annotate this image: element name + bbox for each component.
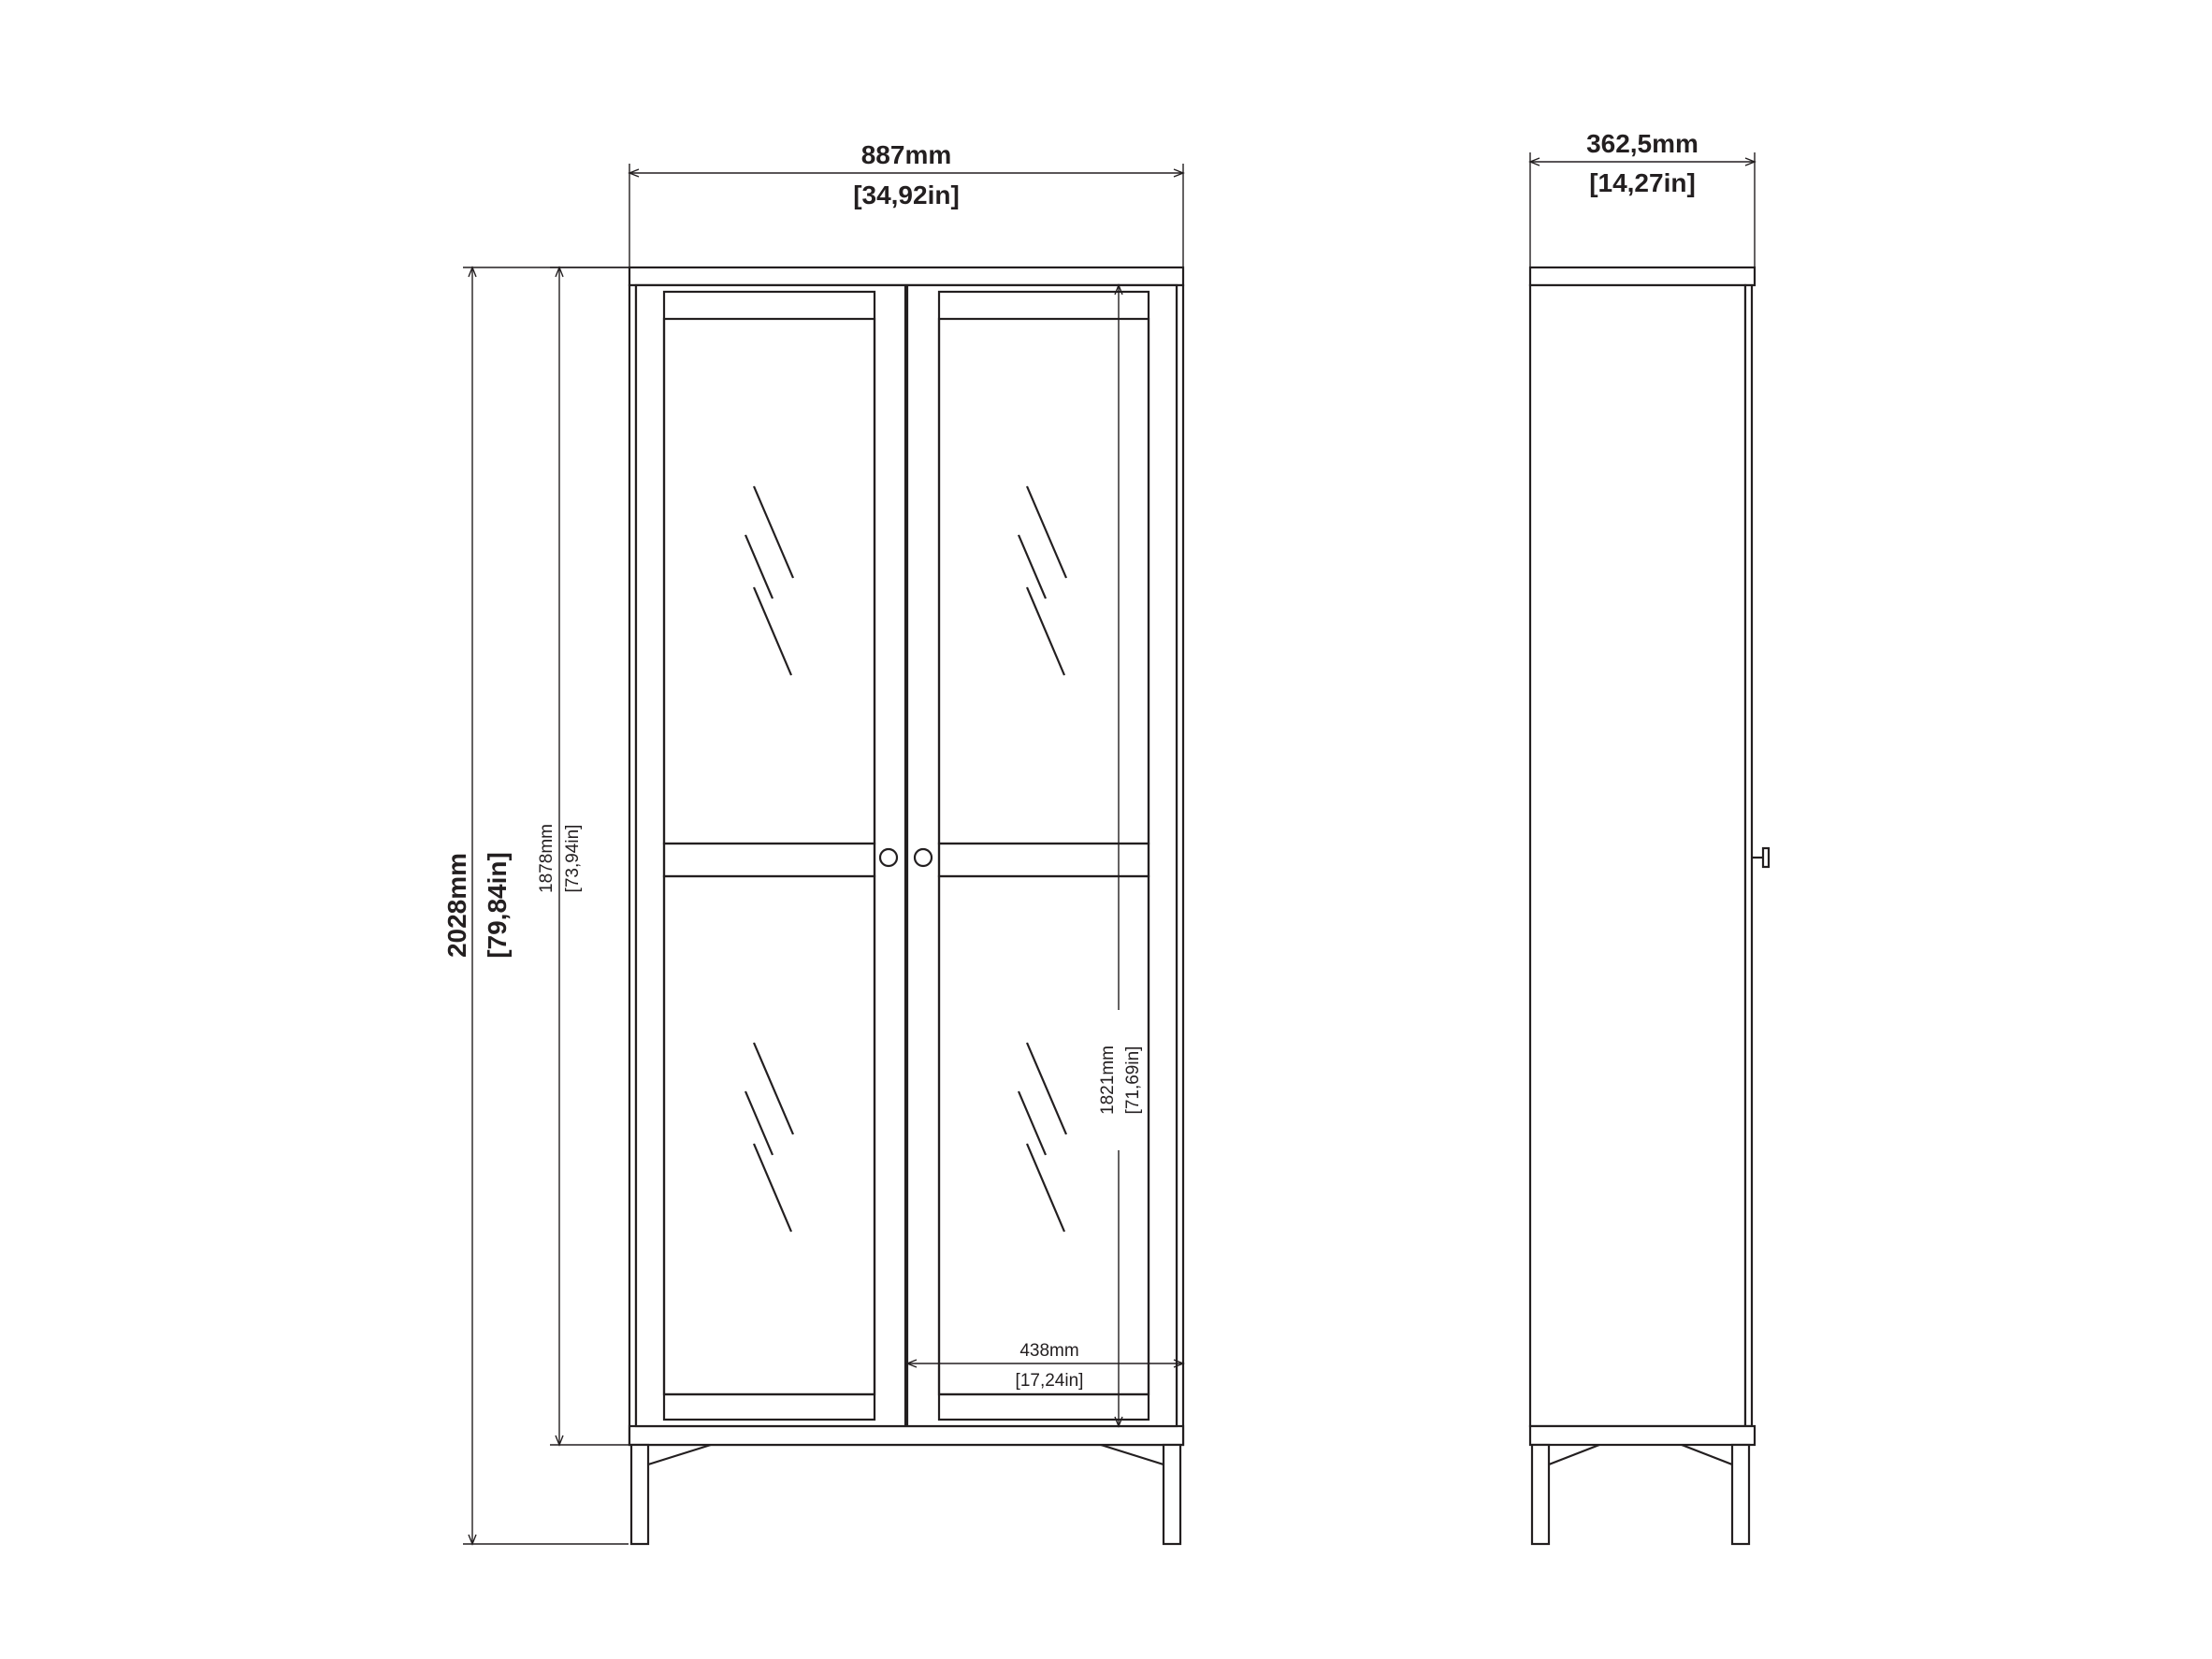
top-board — [628, 266, 1185, 287]
glass-reflection-icon — [744, 485, 795, 1233]
side-bottom-board — [1528, 1424, 1757, 1447]
body-height-dimension: 1878mm [73,94in] — [537, 266, 629, 1447]
door-width-dimension: 438mm [17,24in] — [905, 1341, 1185, 1392]
front-legs — [629, 1443, 1182, 1546]
total-height-in-label: [79,84in] — [483, 852, 512, 959]
side-depth-in-label: [14,27in] — [1589, 168, 1696, 197]
bottom-board — [628, 1424, 1185, 1447]
right-knob-icon — [913, 847, 933, 868]
side-carcass — [1528, 283, 1747, 1428]
door-width-mm-label: 438mm — [1019, 1341, 1078, 1361]
left-door — [634, 283, 907, 1428]
front-width-mm-label: 887mm — [861, 140, 952, 169]
right-door — [905, 283, 1178, 1428]
total-height-dimension: 2028mm [79,84in] — [442, 266, 629, 1546]
body-height-mm-label: 1878mm — [537, 824, 557, 893]
door-width-in-label: [17,24in] — [1016, 1371, 1084, 1391]
left-knob-icon — [878, 847, 899, 868]
body-height-in-label: [73,94in] — [563, 825, 583, 893]
door-height-in-label: [71,69in] — [1123, 1046, 1143, 1115]
door-height-mm-label: 1821mm — [1098, 1046, 1118, 1115]
side-view — [1528, 266, 1771, 1546]
side-legs — [1530, 1443, 1751, 1546]
total-height-mm-label: 2028mm — [442, 853, 471, 958]
side-door-edge — [1743, 283, 1754, 1428]
side-depth-dimension: 362,5mm [14,27in] — [1528, 129, 1757, 267]
side-knob-icon — [1752, 846, 1771, 869]
front-width-in-label: [34,92in] — [853, 180, 960, 209]
side-top-board — [1528, 266, 1757, 287]
glass-reflection-icon — [1017, 485, 1068, 1233]
door-height-dimension: 1821mm [71,69in] — [1098, 283, 1149, 1428]
front-view — [628, 266, 1185, 1546]
side-depth-mm-label: 362,5mm — [1586, 129, 1699, 158]
front-width-dimension: 887mm [34,92in] — [628, 140, 1185, 267]
